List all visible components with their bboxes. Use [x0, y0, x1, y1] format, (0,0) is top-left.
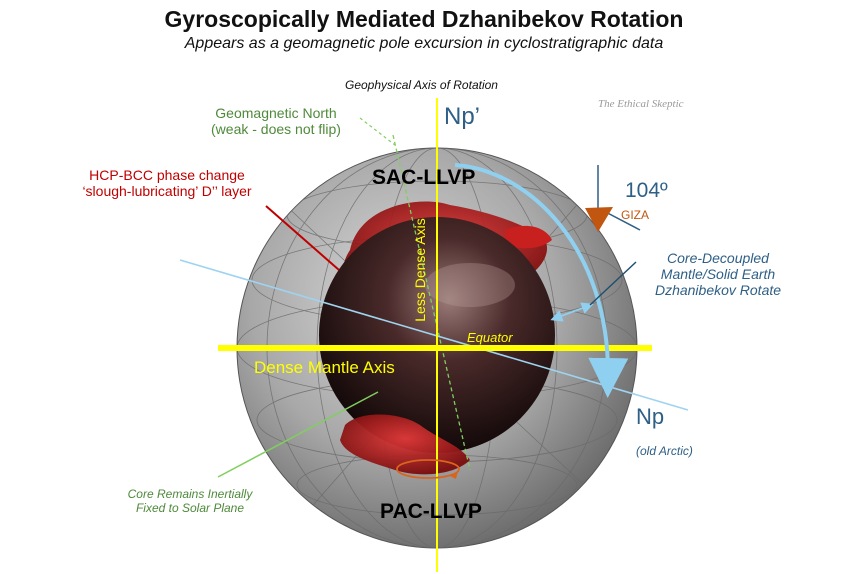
- giza-label: GIZA: [621, 208, 650, 222]
- old-arctic-label: (old Arctic): [636, 444, 693, 458]
- core-rotation-ellipse: [396, 459, 460, 479]
- giza-marker: [585, 207, 613, 232]
- degrees-label: 104º: [625, 179, 668, 202]
- core-decoupled-label: Core-Decoupled Mantle/Solid Earth Dzhani…: [634, 250, 802, 298]
- core-decoupled-line1: Core-Decoupled: [667, 250, 769, 266]
- sac-llvp-label: SAC-LLVP: [372, 166, 476, 189]
- core-decoupled-line3: Dzhanibekov Rotate: [654, 282, 782, 298]
- core-remains-line1: Core Remains Inertially: [127, 487, 253, 501]
- hcp-line1: HCP-BCC phase change: [89, 167, 245, 183]
- core-remains-line2: Fixed to Solar Plane: [135, 501, 245, 515]
- core-decoupled-line2: Mantle/Solid Earth: [660, 266, 776, 282]
- diagram-subtitle: Appears as a geomagnetic pole excursion …: [184, 35, 664, 52]
- watermark: The Ethical Skeptic: [598, 98, 684, 110]
- equator-label: Equator: [467, 330, 513, 345]
- geomagnetic-north-line1: Geomagnetic North: [215, 105, 337, 121]
- geophysical-axis-label: Geophysical Axis of Rotation: [345, 78, 498, 92]
- hcp-line2: ‘slough-lubricating’ D’’ layer: [82, 183, 252, 199]
- dense-mantle-axis-label: Dense Mantle Axis: [254, 358, 395, 377]
- np-label: Np: [636, 404, 665, 429]
- np-prime-label: Np’: [444, 103, 481, 130]
- geomagnetic-axis-line: [392, 134, 471, 471]
- less-dense-axis-label: Less Dense Axis: [412, 218, 428, 322]
- geomagnetic-north-line2: (weak - does not flip): [211, 121, 341, 137]
- diagram-title: Gyroscopically Mediated Dzhanibekov Rota…: [164, 6, 684, 32]
- hcp-label: HCP-BCC phase change ‘slough-lubricating…: [42, 167, 292, 199]
- geomagnetic-north-label: Geomagnetic North (weak - does not flip): [196, 105, 356, 137]
- pac-llvp-label: PAC-LLVP: [380, 500, 482, 523]
- core-remains-label: Core Remains Inertially Fixed to Solar P…: [110, 487, 270, 515]
- rotation-arrow: [454, 163, 629, 398]
